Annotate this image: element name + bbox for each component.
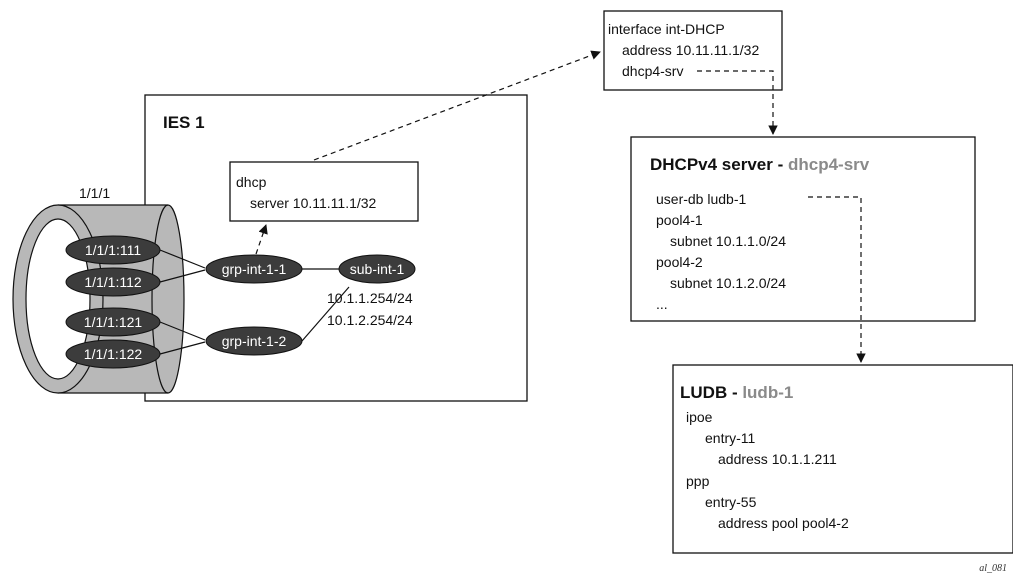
dhcp-server-title: DHCPv4 server - dhcp4-srv [650,155,870,174]
ludb-line: ppp [686,473,710,489]
dhcp-server-line: subnet 10.1.2.0/24 [670,275,786,291]
svg-text:1/1/1:122: 1/1/1:122 [84,346,143,362]
dhcp-relay-line1: dhcp [236,174,267,190]
ludb-line: ipoe [686,409,713,425]
interface-line1: interface int-DHCP [608,21,725,37]
subscriber-interface-node: sub-int-1 [338,254,416,284]
link-sap121-grp2 [159,321,206,341]
interface-line2: address 10.11.11.1/32 [622,42,759,58]
interface-to-server-arrow [697,70,778,135]
svg-text:grp-int-1-2: grp-int-1-2 [222,333,287,349]
sap-node: 1/1/1:112 [65,267,161,297]
dhcp-relay-box [229,161,419,222]
ludb-line: address 10.1.1.211 [718,451,837,467]
sap-node: 1/1/1:122 [65,339,161,369]
sub-address-2: 10.1.2.254/24 [327,312,413,328]
svg-text:1/1/1:111: 1/1/1:111 [85,242,142,258]
ludb-line: entry-11 [705,430,756,446]
ludb-line: entry-55 [705,494,757,510]
interface-box [603,10,783,91]
relay-to-interface-arrow [313,50,601,161]
dhcp-relay-line2: server 10.11.11.1/32 [250,195,377,211]
svg-text:1/1/1:121: 1/1/1:121 [84,314,143,330]
server-to-ludb-arrow [808,196,866,363]
link-sap111-grp1 [159,249,206,269]
dhcp-server-line: user-db ludb-1 [656,191,746,207]
ies-title: IES 1 [163,113,205,132]
svg-text:grp-int-1-1: grp-int-1-1 [222,261,287,277]
sap-node: 1/1/1:121 [65,307,161,337]
figure-id: al_081 [979,563,1007,574]
dhcp-server-line: pool4-1 [656,212,703,228]
ludb-line: address pool pool4-2 [718,515,849,531]
dhcp-server-line: subnet 10.1.1.0/24 [670,233,786,249]
svg-text:sub-int-1: sub-int-1 [350,261,405,277]
dhcp-server-box [630,136,976,322]
sub-address-1: 10.1.1.254/24 [327,290,413,306]
group-interface-node: grp-int-1-2 [205,326,303,356]
link-grp2-sub [301,286,350,342]
link-sap122-grp2 [159,341,206,355]
dhcp-server-line: pool4-2 [656,254,703,270]
group-interface-node: grp-int-1-1 [205,254,303,284]
sap-node: 1/1/1:111 [65,235,161,265]
dhcp-server-line: ... [656,296,668,312]
ies-box [144,94,528,402]
ludb-title: LUDB - ludb-1 [680,383,793,402]
interface-line3: dhcp4-srv [622,63,683,79]
ludb-box [672,364,1013,554]
port-label: 1/1/1 [79,185,110,201]
svg-text:1/1/1:112: 1/1/1:112 [84,274,142,290]
link-sap112-grp1 [159,269,206,283]
